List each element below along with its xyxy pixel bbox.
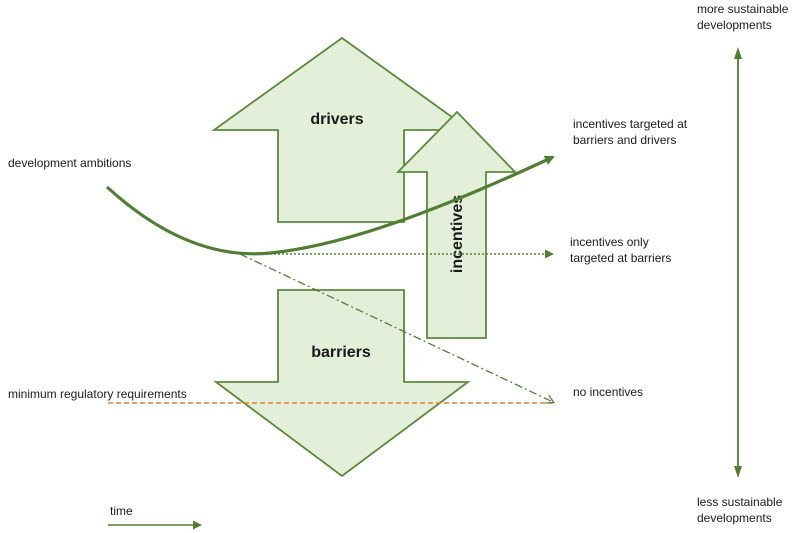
incentives-label: incentives	[449, 195, 466, 273]
incentives-targeted-both-line-1: incentives targeted at	[573, 117, 688, 131]
incentives-only-barriers-line-2: targeted at barriers	[570, 251, 671, 265]
more-sustainable-line-1: more sustainable	[697, 2, 789, 16]
axis-arrowhead-bottom	[734, 466, 742, 478]
incentives-only-barriers-line-1: incentives only	[570, 235, 649, 249]
less-sustainable-line-1: less sustainable	[697, 495, 783, 509]
no-incentives-path	[239, 253, 553, 402]
barriers-label: barriers	[311, 344, 371, 361]
development-ambitions-curve	[105, 155, 555, 256]
incentives-only-barriers-label: incentives only targeted at barriers	[570, 235, 671, 265]
axis-arrowhead-top	[734, 47, 742, 59]
less-sustainable-label: less sustainable developments	[697, 495, 786, 525]
less-sustainable-line-2: developments	[697, 511, 772, 525]
time-label: time	[110, 504, 133, 518]
no-incentives-label: no incentives	[573, 385, 643, 399]
more-sustainable-line-2: developments	[697, 18, 772, 32]
incentives-targeted-both-label: incentives targeted at barriers and driv…	[573, 117, 690, 147]
incentives-targeted-both-line-2: barriers and drivers	[573, 133, 676, 147]
minimum-requirements-label: minimum regulatory requirements	[8, 387, 187, 401]
development-ambitions-label: development ambitions	[8, 156, 131, 170]
more-sustainable-label: more sustainable developments	[697, 2, 792, 32]
incentives-arrow	[395, 110, 518, 339]
drivers-label: drivers	[310, 111, 363, 128]
barriers-arrow	[213, 289, 471, 478]
